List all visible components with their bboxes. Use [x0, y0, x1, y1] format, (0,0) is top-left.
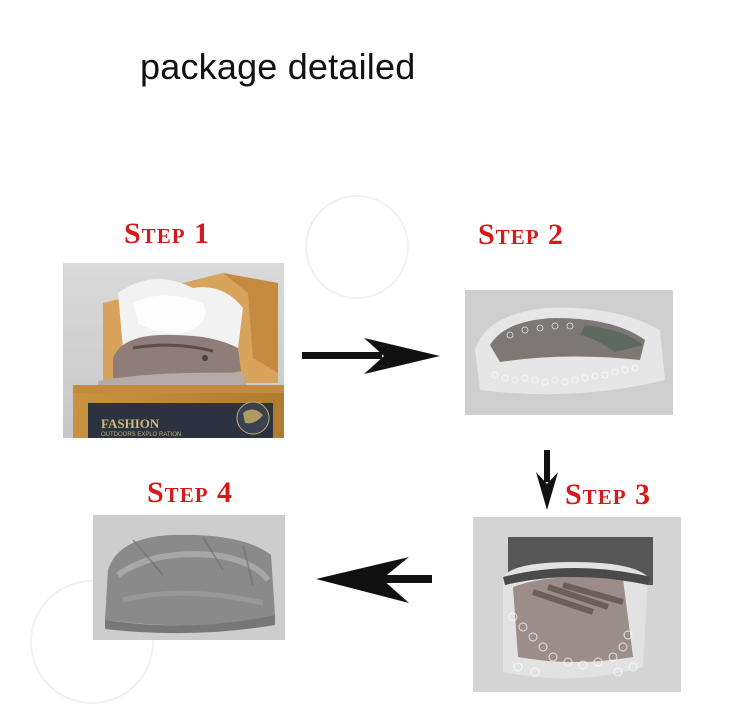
step-1-label: Step 1: [124, 217, 211, 250]
arrow-down-icon: [536, 450, 558, 510]
step-4-label: Step 4: [147, 476, 234, 509]
box-brand-text: FASHION: [101, 416, 160, 431]
box-subtitle-text: OUTDOORS EXPLO RATION: [101, 432, 181, 438]
watermark-circle: [30, 580, 154, 704]
sealed-package-image: [93, 515, 285, 640]
step-3-label: Step 3: [565, 478, 652, 511]
step-4-photo: [93, 515, 285, 640]
step-2-photo: [465, 290, 673, 415]
step-1-photo: FASHION OUTDOORS EXPLO RATION: [63, 263, 284, 438]
arrow-right-icon: [302, 338, 440, 374]
page-title: package detailed: [140, 46, 416, 87]
watermark-circle: [305, 195, 409, 299]
arrow-left-icon: [316, 557, 432, 603]
bubble-wrapped-shoe-image: [465, 290, 673, 415]
bag-wrapped-shoe-image: [473, 517, 681, 692]
step-2-label: Step 2: [478, 218, 565, 251]
step-3-photo: [473, 517, 681, 692]
shoebox-image: FASHION OUTDOORS EXPLO RATION: [63, 263, 284, 438]
